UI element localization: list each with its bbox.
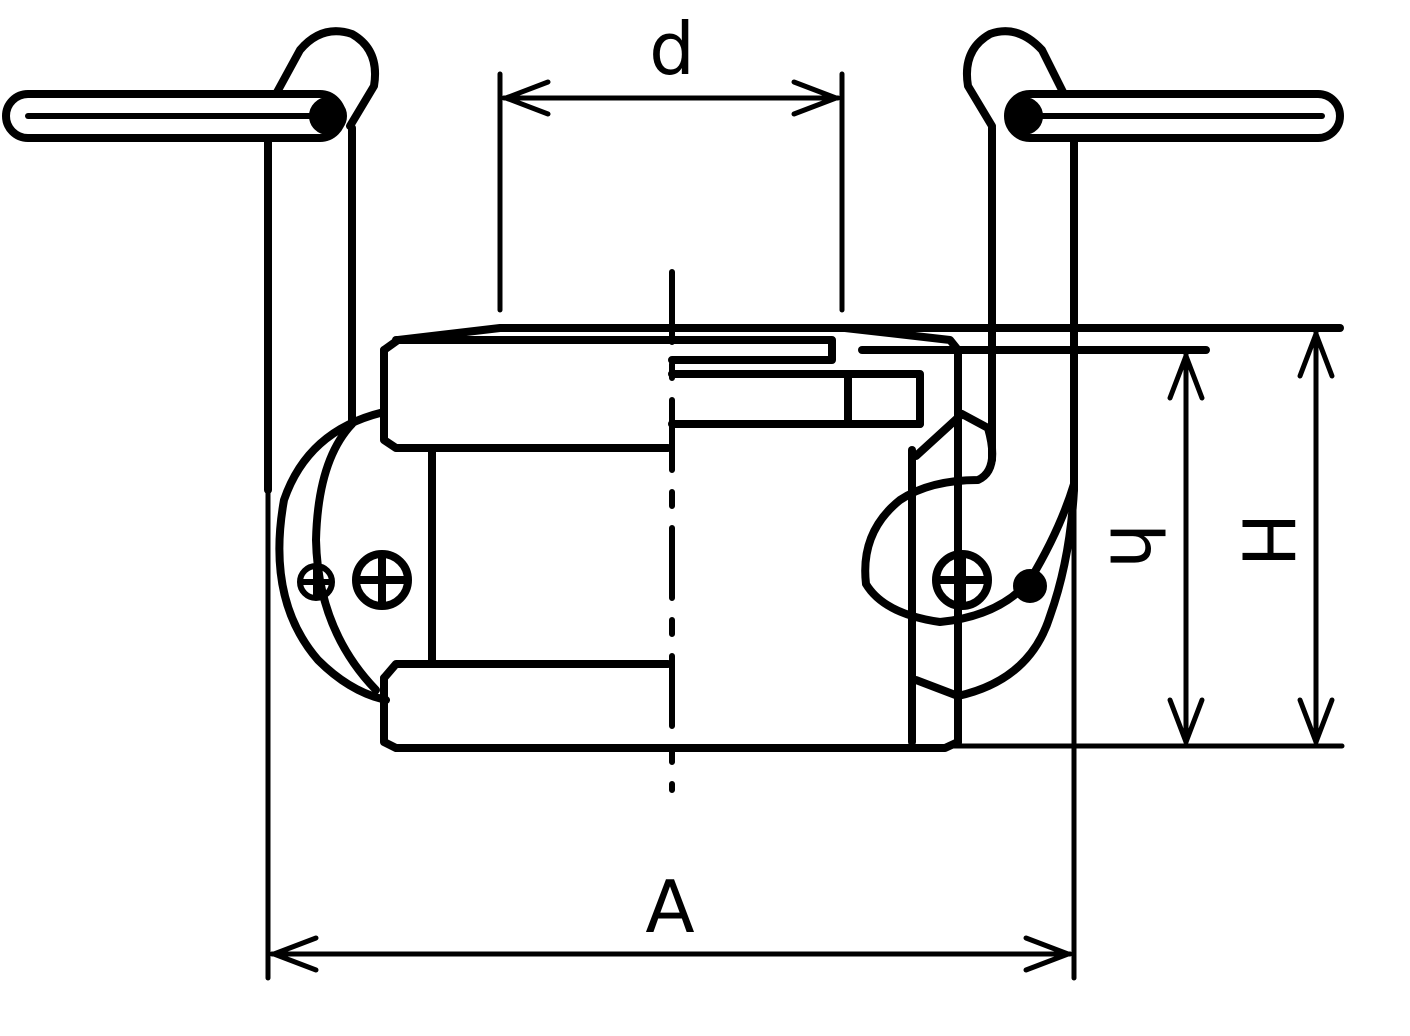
left-bolt xyxy=(352,550,412,610)
right-cam xyxy=(861,124,1078,700)
right-bolt xyxy=(932,550,992,610)
dimension-a: A xyxy=(265,487,1077,981)
left-cam xyxy=(264,124,390,704)
left-lever-arm xyxy=(2,27,379,142)
right-lever-arm xyxy=(963,27,1344,142)
dimension-d: d xyxy=(497,7,845,313)
dimension-h: h xyxy=(947,351,1345,749)
dimension-label-h: h xyxy=(1093,523,1177,569)
dimension-label-a: A xyxy=(645,865,694,949)
coupling-body xyxy=(380,324,1344,752)
dimension-label-d: d xyxy=(649,7,695,91)
dimension-label-H: H xyxy=(1225,513,1309,567)
dimension-h-overall: H xyxy=(1225,329,1335,745)
